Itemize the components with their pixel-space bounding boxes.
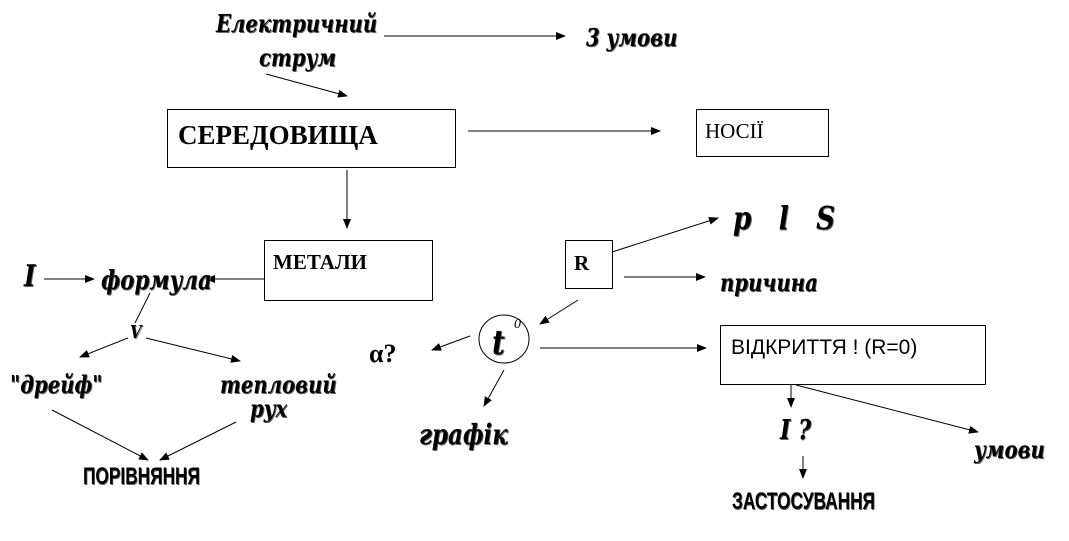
box-r-label: R [574, 251, 590, 275]
label-v: V [130, 322, 142, 343]
label-dreif: "дрейф" [10, 370, 103, 399]
label-i-current: I [24, 259, 36, 294]
arrow-r-to-pls [611, 216, 719, 253]
arrow-dreif-to-porivniannia [51, 409, 149, 461]
label-hrafik: графік [419, 418, 508, 451]
box-vidkryttia-label: ВІДКРИТТЯ ! (R=0) [731, 336, 918, 359]
arrow-t-to-alpha [431, 335, 471, 351]
label-prychyna: причина [720, 268, 818, 297]
box-metaly-label: МЕТАЛИ [273, 250, 367, 274]
box-seredovyshcha: СЕРЕДОВИЩА [167, 109, 456, 168]
line-formula-to-v [134, 292, 151, 324]
arrow-rukh-to-porivniannia [159, 421, 237, 461]
label-i-question: I ? [780, 415, 812, 446]
label-teplovyi: тепловий [220, 370, 337, 399]
label-t: t [492, 323, 505, 363]
label-strum: струм [259, 43, 337, 72]
label-pls: p l S [733, 199, 836, 237]
arrow-r-to-t [539, 299, 579, 325]
label-zastosuvannia: ЗАСТОСУВАННЯ [732, 488, 875, 515]
label-umovy: умови [974, 435, 1045, 464]
label-elektrychnyi: Електричний [216, 9, 378, 38]
arrow-v-to-dreif [79, 337, 129, 358]
label-t-superscript: 0 [514, 317, 521, 332]
arrow-vidkryttia-to-umovy [795, 384, 979, 434]
t-circle [478, 314, 530, 364]
box-nosii-label: НОСІЇ [705, 119, 764, 143]
arrow-t-to-hrafik [483, 369, 505, 407]
label-alpha: α? [369, 339, 397, 368]
label-3-umovy: 3 умови [586, 23, 678, 52]
box-seredovyshcha-label: СЕРЕДОВИЩА [178, 120, 378, 150]
label-formula: формула [101, 266, 212, 296]
box-r: R [565, 240, 613, 289]
box-vidkryttia: ВІДКРИТТЯ ! (R=0) [720, 325, 986, 385]
label-porivniannia: ПОРІВНЯННЯ [83, 463, 200, 490]
box-metaly: МЕТАЛИ [264, 240, 433, 301]
box-nosii: НОСІЇ [696, 109, 829, 157]
arrow-v-to-teplovyi [145, 337, 241, 363]
arrow-strum-to-seredovyshcha [265, 73, 348, 98]
label-rukh: рух [250, 394, 288, 423]
